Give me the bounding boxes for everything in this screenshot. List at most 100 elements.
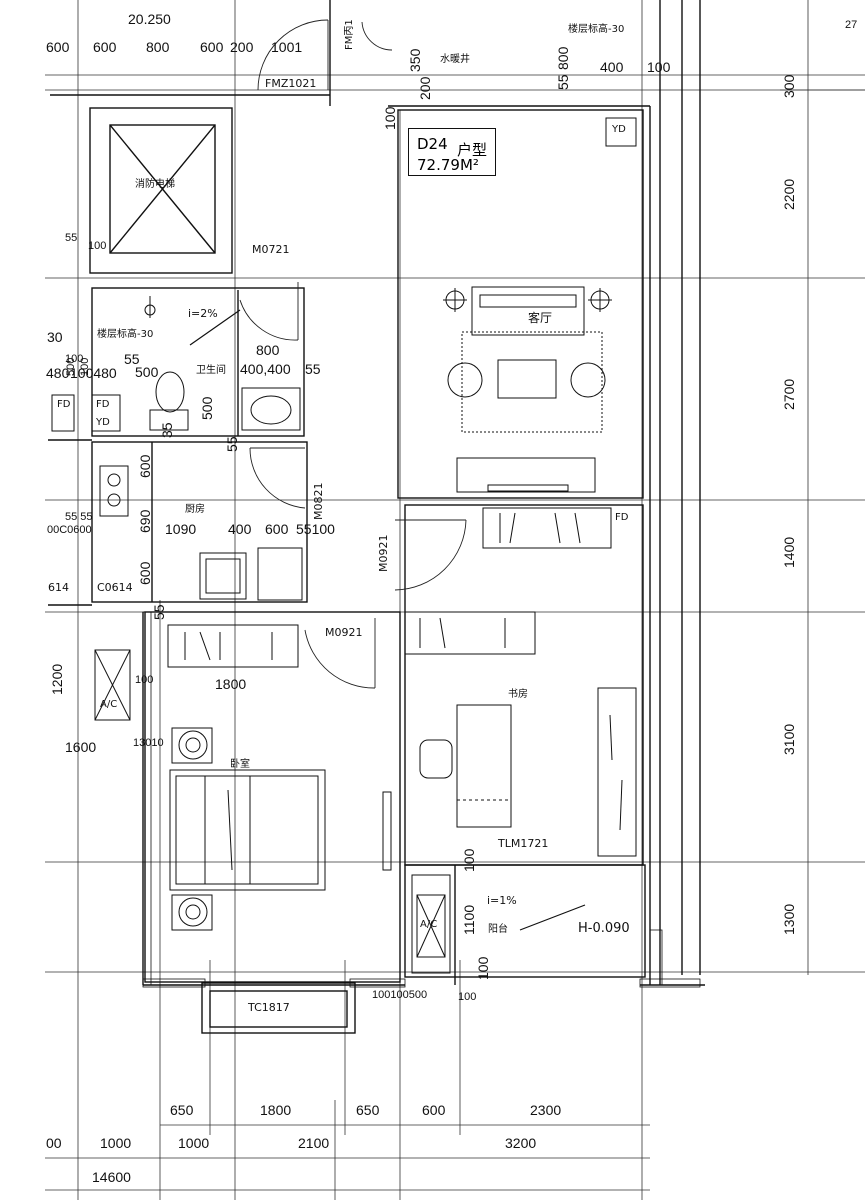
room-study: 书房 [508,689,528,700]
door-m0721: M0721 [252,243,290,256]
dim-right-5: 3100 [781,723,797,755]
dim-int-1090: 1090 [165,521,197,537]
dim-int-100500: 100100500 [372,989,428,1001]
dim-int-600a: 600 [137,454,153,478]
dim-top-5: 200 [230,39,254,55]
dim-int-55b: 55 [305,361,321,377]
dim-bottom-r1-4: 600 [422,1102,446,1118]
dim-int-1100: 1100 [461,904,477,935]
dim-top-6: 1001 [271,39,303,55]
dim-int-1600: 1600 [65,739,97,755]
dim-top-10: 800 [555,46,571,70]
door-m0921-b: M0921 [325,626,363,639]
hatch-walls [142,611,701,988]
dim-int-5555: 55 55 [65,511,93,523]
dim-int-100g: 100 [458,991,477,1003]
window-c0614-a: C0614 [97,581,133,594]
dim-int-13010: 13010 [133,737,164,749]
dim-top-4: 600 [200,39,224,55]
fixtures [51,296,303,668]
door-tlm1721: TLM1721 [498,837,549,850]
dim-bottom-r2-5: 3200 [505,1135,537,1151]
dim-int-100h: 100 [382,106,398,130]
door-m0821: M0821 [312,482,325,521]
dim-int-27: 27 [845,19,858,31]
dim-int-600b: 600 [265,521,289,537]
room-balcony: 阳台 [488,924,508,935]
unit-suffix: 户型 [457,141,488,159]
floor-level-note-2: 楼层标高-30 [568,24,625,35]
dim-right-4: 1400 [781,536,797,568]
room-water-pipe: 水暖井 [440,54,470,65]
unit-info-box: D24 户型 72.79M² [408,128,496,176]
dim-right-3: 2700 [781,378,797,410]
slope-note-2: i=1% [487,894,517,907]
dim-int-1200: 1200 [49,663,65,695]
dim-bottom-r2-1: 00 [46,1135,62,1151]
dim-bottom-r1-5: 2300 [530,1102,562,1118]
dim-int-500b: 500 [199,396,215,420]
window-tc1817: TC1817 [248,1001,290,1014]
room-bathroom: 卫生间 [196,365,226,376]
dim-int-30: 30 [47,329,63,345]
unit-code: D24 [417,135,448,153]
fd-mark-3: FD [615,512,629,523]
living-furniture [443,117,637,493]
dim-right-2: 2200 [781,178,797,210]
yd-mark-2: YD [96,417,110,428]
dim-int-100480: 100480 [70,365,117,381]
dim-top-8: 200 [417,76,433,100]
slope-note-1: i=2% [188,307,218,320]
dim-top-9: 55 [555,74,571,90]
dim-top-1: 600 [46,39,70,55]
dim-int-35: 35 [159,422,175,438]
dim-int-100f: 100 [475,956,491,980]
fd-mark-2: FD [96,399,110,410]
dim-int-690: 690 [137,509,153,533]
floor-level-note-1: 楼层标高-30 [97,329,154,340]
dim-int-500c: 500 [65,357,77,376]
dim-bottom-r2-2: 1000 [100,1135,132,1151]
door-swings [239,19,467,689]
room-bedroom: 卧室 [230,759,250,770]
dim-right-1: 300 [781,74,797,98]
dim-int-600c: 600 [137,561,153,585]
dim-int-480: 480 [46,365,70,381]
elevation-note: H-0.090 [578,921,630,936]
dim-int-55c: 55 [124,351,140,367]
walls [48,0,705,1034]
dim-int-400: 400 [228,521,252,537]
unit-area: 72.79M² [417,156,479,174]
dim-bottom-r2-3: 1000 [178,1135,210,1151]
dim-int-100e: 100 [461,848,477,872]
dim-int-100a: 100 [88,240,107,252]
dim-top-3: 800 [146,39,170,55]
door-fmz1021: FMZ1021 [265,77,317,90]
dim-int-55a: 55 [65,232,78,244]
dim-top-11: 400 [600,59,624,75]
fd-mark-1: FD [57,399,71,410]
dim-bottom-r1-1: 650 [170,1102,194,1118]
dim-top-12: 100 [647,59,671,75]
slope-arrows [189,309,586,931]
ac-mark-1: A/C [100,699,118,710]
dim-int-100c: 100 [79,357,91,376]
dim-int-100d: 100 [135,674,154,686]
dim-int-55100: 55100 [296,521,335,537]
room-fire-elevator: 消防电梯 [135,179,175,190]
window-c0614-b: 614 [48,581,69,594]
room-fm-well: FM丙1 [344,19,355,50]
dim-int-55e: 55 [151,604,167,620]
dim-int-00600: 00C0600 [47,524,92,536]
dim-int-55d: 55 [224,436,240,452]
dim-top-elev: 20.250 [128,11,171,27]
dim-int-500a: 500 [135,364,159,380]
ac-mark-2: A/C [420,919,438,930]
dim-top-7: 350 [407,48,423,72]
dim-top-2: 600 [93,39,117,55]
dim-right-6: 1300 [781,903,797,935]
storage-furniture [94,507,637,974]
room-living: 客厅 [528,311,553,325]
dim-bottom-r1-3: 650 [356,1102,380,1118]
yd-mark: YD [612,124,626,135]
